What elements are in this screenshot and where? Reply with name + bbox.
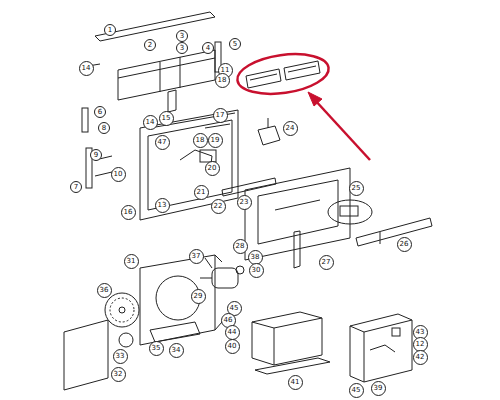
front-panel [245, 168, 350, 260]
bracket [356, 218, 432, 246]
callout-number: 15 [159, 111, 174, 126]
callout-number: 19 [208, 133, 223, 148]
terminal-box [350, 314, 412, 382]
motor [212, 268, 238, 288]
tray [150, 322, 200, 342]
filter-pad [246, 69, 281, 88]
callout-number: 42 [413, 350, 428, 365]
disc [119, 333, 133, 347]
callout-number: 47 [155, 135, 170, 150]
callout-number: 44 [225, 325, 240, 340]
callout-number: 36 [97, 283, 112, 298]
callout-number: 33 [113, 349, 128, 364]
base-plate [255, 358, 330, 374]
badge [328, 200, 372, 224]
callout-number: 5 [229, 38, 241, 50]
callout-number: 34 [169, 343, 184, 358]
callout-number: 29 [191, 289, 206, 304]
callout-number: 25 [349, 181, 364, 196]
callout-number: 39 [371, 381, 386, 396]
callout-number: 6 [94, 106, 106, 118]
callout-number: 9 [90, 149, 102, 161]
callout-number: 16 [121, 205, 136, 220]
fan-wheel [105, 293, 139, 327]
callout-number: 23 [237, 195, 252, 210]
callout-number: 21 [194, 185, 209, 200]
side-strip [82, 108, 88, 132]
callout-number: 2 [144, 39, 156, 51]
callout-number: 20 [205, 161, 220, 176]
callout-number: 4 [202, 42, 214, 54]
callout-number: 40 [225, 339, 240, 354]
callout-number: 27 [319, 255, 334, 270]
callout-number: 30 [249, 263, 264, 278]
bracket [118, 50, 215, 100]
callout-number: 17 [213, 108, 228, 123]
highlight-arrow [308, 92, 322, 106]
strip [294, 231, 300, 268]
callout-number: 35 [149, 341, 164, 356]
callout-number: 41 [288, 375, 303, 390]
callout-number: 8 [98, 122, 110, 134]
callout-number: 24 [283, 121, 298, 136]
main-panel [140, 110, 238, 220]
callout-number: 14 [79, 61, 94, 76]
highlight-ring [235, 49, 331, 99]
callout-number: 10 [111, 167, 126, 182]
control-box [252, 312, 322, 365]
callout-number: 3 [176, 42, 188, 54]
callout-number: 3 [176, 30, 188, 42]
callout-number: 26 [397, 237, 412, 252]
callout-number: 22 [211, 199, 226, 214]
callout-number: 31 [124, 254, 139, 269]
callout-number: 37 [189, 249, 204, 264]
fan-housing [140, 255, 215, 345]
clip [258, 126, 280, 145]
callout-number: 28 [233, 239, 248, 254]
top-bar [95, 12, 215, 41]
callout-number: 13 [155, 198, 170, 213]
callout-number: 14 [143, 115, 158, 130]
callout-number: 18 [193, 133, 208, 148]
callout-number: 18 [215, 73, 230, 88]
callout-number: 45 [349, 383, 364, 398]
callout-number: 32 [111, 367, 126, 382]
cover-panel [64, 320, 108, 390]
filter-pad [284, 61, 320, 80]
callout-number: 7 [70, 181, 82, 193]
callout-number: 1 [104, 24, 116, 36]
